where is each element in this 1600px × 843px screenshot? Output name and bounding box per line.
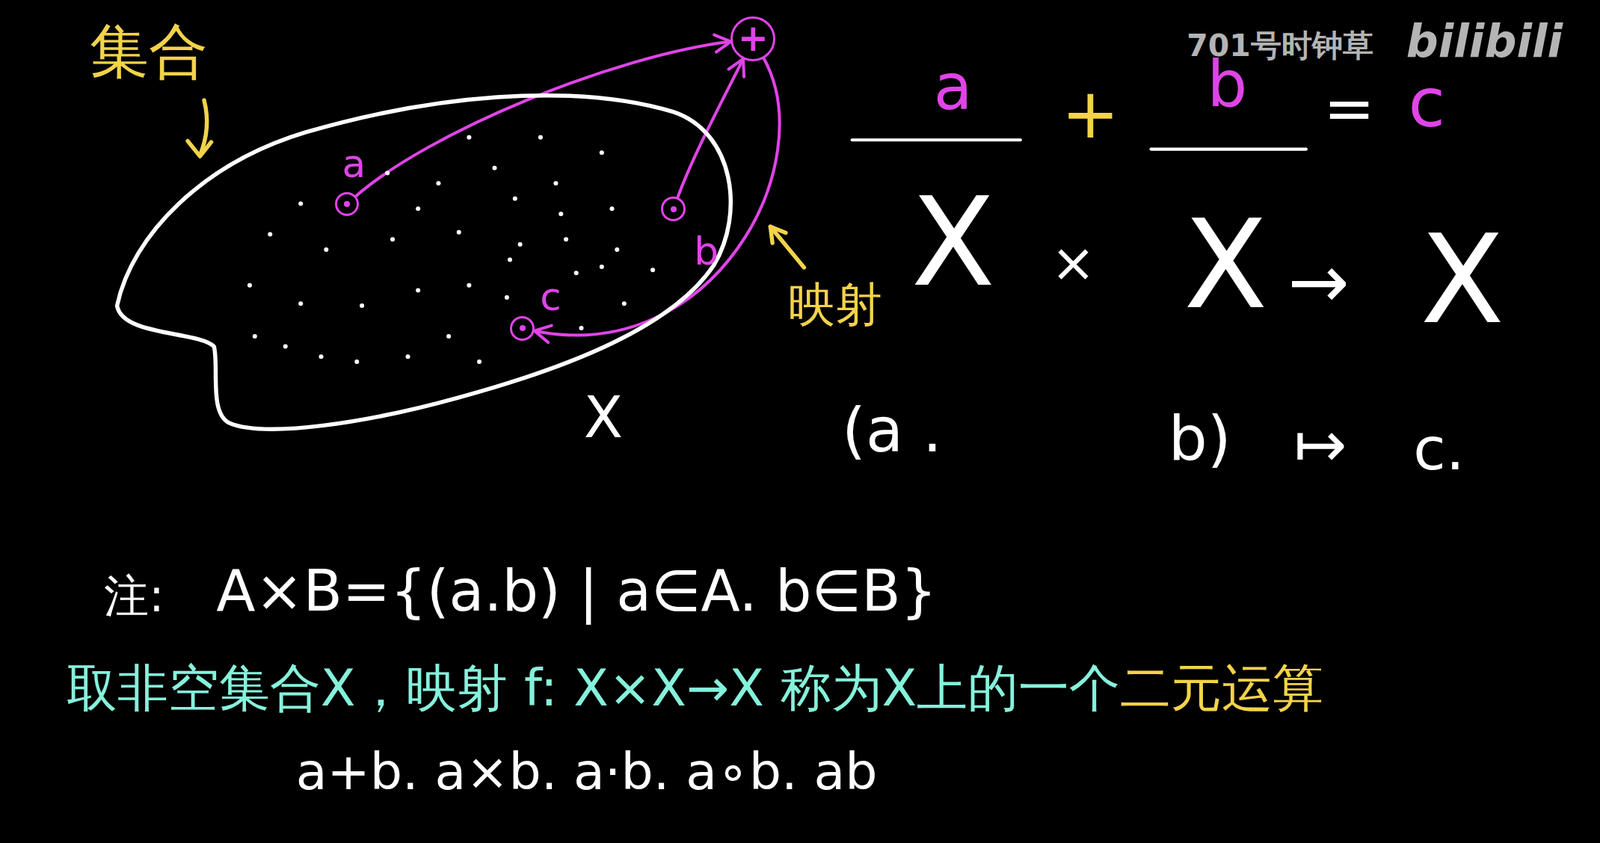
pair-result: c. (1413, 420, 1465, 480)
set-region: Xa b c (109, 79, 749, 451)
operator-symbol: + (737, 20, 769, 57)
element-dot (324, 247, 329, 252)
element-dot (599, 151, 605, 156)
definition-term: 二元运算 (1120, 663, 1324, 715)
element-point: b (660, 196, 686, 222)
set-symbol: X (1183, 204, 1268, 327)
formula-operator: + (1060, 79, 1120, 149)
formula-term: c (1407, 69, 1446, 137)
element-dot (518, 242, 523, 248)
element-dot (559, 212, 564, 217)
formula-term: b (1207, 53, 1248, 117)
map-arrow-connector (534, 58, 780, 343)
element-dot (554, 181, 559, 187)
element-dot (467, 135, 472, 140)
product-symbol: × (1051, 237, 1096, 291)
set-name: X (583, 389, 623, 447)
element-dot (507, 257, 513, 263)
operation-circle: + (730, 16, 776, 62)
connector-curve (355, 41, 731, 197)
element-dot (268, 232, 273, 238)
set-symbol: X (1420, 219, 1505, 342)
pointer-arrow (770, 226, 804, 268)
element-dot (299, 302, 304, 307)
connector-arrowhead (534, 325, 552, 344)
element-dot (456, 230, 462, 235)
element-dot (579, 325, 584, 331)
blank-underline (852, 138, 1021, 142)
element-dot (405, 355, 411, 360)
element-dot (247, 283, 252, 288)
map-arrow-connector (355, 35, 731, 196)
element-dot (385, 171, 391, 176)
element-dot (615, 247, 620, 252)
element-dot (477, 359, 482, 365)
connector-curve (534, 58, 780, 335)
element-dot (650, 268, 655, 273)
element-dot (319, 355, 324, 360)
element-dot (416, 288, 421, 294)
set-symbol: X (911, 181, 996, 305)
element-dot (436, 181, 442, 187)
element-dot (504, 296, 510, 301)
connector-arrowhead (714, 35, 731, 53)
element-dot (299, 201, 304, 207)
concept-label: 集合 (89, 22, 208, 82)
element-dot (538, 135, 543, 140)
element-dot (599, 265, 605, 270)
element-dot (622, 302, 627, 307)
pair-part: b) (1168, 408, 1232, 470)
element-dot (574, 271, 579, 276)
element-dot (610, 207, 615, 212)
concept-label: 映射 (788, 281, 883, 329)
point-center (343, 201, 350, 208)
element-dot (283, 344, 288, 350)
element-dot (252, 334, 258, 339)
element-dot (359, 303, 365, 309)
pointer-arrowhead (770, 226, 786, 243)
note-mark: 注: (103, 573, 164, 619)
element-dot (446, 334, 451, 339)
maps-to-arrow: ↦ (1294, 413, 1348, 478)
set-outline-path (117, 95, 732, 430)
watermark: bilibili (1406, 18, 1563, 64)
element-label: b (693, 232, 719, 272)
watermark: 701号时钟草 (1186, 30, 1373, 62)
formula-operator: = (1323, 77, 1375, 140)
connector-arrowhead (728, 59, 744, 78)
element-dot (390, 237, 395, 243)
formula-term: a (933, 56, 973, 120)
element-point: a (334, 192, 360, 217)
note-formula: A×B={(a.b) | a∈A. b∈B} (216, 562, 937, 620)
map-arrow: → (1287, 245, 1349, 319)
element-dot (355, 359, 360, 365)
set-outline (109, 79, 749, 451)
element-dot (563, 237, 569, 243)
element-dot (467, 283, 472, 288)
element-dot (512, 196, 518, 202)
element-label: a (341, 145, 366, 184)
connector-curve (677, 59, 744, 199)
element-point: c (509, 316, 535, 341)
element-label: c (539, 278, 562, 318)
element-dot (492, 165, 498, 171)
definition-text: 取非空集合X，映射 f: X×X→X 称为X上的一个 (66, 663, 1121, 715)
map-arrow-connector (677, 59, 744, 199)
point-center (670, 206, 677, 213)
pair-part: (a . (841, 400, 943, 462)
element-dot (416, 207, 421, 212)
notation-examples: a+b. a×b. a·b. a∘b. ab (296, 746, 878, 798)
pointer-arrowhead (187, 141, 211, 157)
point-center (519, 325, 526, 332)
blank-underline (1150, 148, 1306, 152)
